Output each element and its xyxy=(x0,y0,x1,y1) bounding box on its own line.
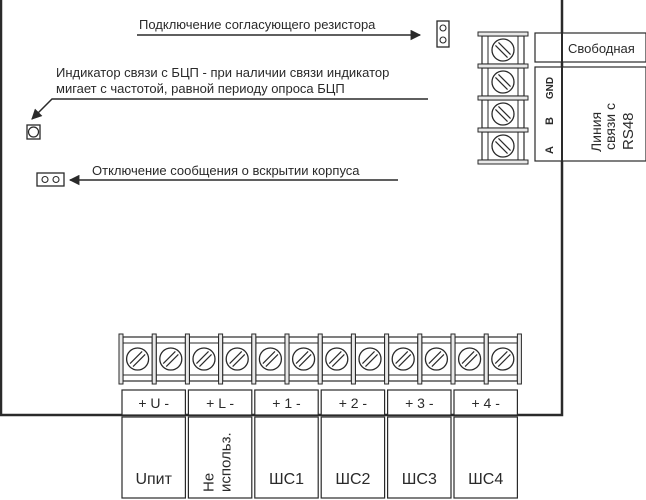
terminal-separator xyxy=(417,333,423,385)
resistor-annotation: Подключение согласующего резистора xyxy=(139,17,376,32)
bottom-terminal xyxy=(454,336,485,382)
rs485-pin-label: GND xyxy=(545,77,556,99)
tamper-jumper[interactable] xyxy=(36,172,65,187)
terminal-separator xyxy=(477,31,529,37)
channel-name: использ. xyxy=(217,432,234,492)
terminal-separator xyxy=(384,333,390,385)
channel-name: ШС4 xyxy=(468,471,503,488)
terminal-separator xyxy=(218,333,224,385)
channel-name: Uпит xyxy=(135,471,172,488)
bottom-terminal xyxy=(288,336,319,382)
rs485-pin-labels: GND B A xyxy=(544,77,556,154)
terminal-pair-label: + 3 - ШС3 xyxy=(387,389,452,499)
indicator-annotation-line1: Индикатор связи с БЦП - при наличии связ… xyxy=(56,65,389,80)
terminal-separator xyxy=(477,127,529,133)
indicator-annotation-line2: мигает с частотой, равной периоду опроса… xyxy=(56,81,345,96)
terminal-separator xyxy=(151,333,157,385)
free-terminal-label-box xyxy=(534,32,646,63)
screw-icon[interactable] xyxy=(424,347,449,371)
bottom-terminal xyxy=(421,336,452,382)
resistor-jumper[interactable] xyxy=(436,20,450,48)
channel-name: ШС2 xyxy=(335,471,370,488)
free-terminal-label: Свободная xyxy=(568,41,635,56)
screw-icon[interactable] xyxy=(491,347,515,371)
bottom-terminal xyxy=(188,336,220,382)
rs485-pin-label: A xyxy=(544,146,556,154)
polarity-label: + 1 - xyxy=(272,395,301,411)
terminal-pair-label: + 1 - ШС1 xyxy=(254,389,319,499)
bottom-terminal xyxy=(388,336,419,382)
terminal-pair-label: + 4 - ШС4 xyxy=(453,389,519,499)
terminal-separator xyxy=(516,333,522,385)
terminal-separator xyxy=(477,95,529,101)
rs485-terminal-block xyxy=(477,31,529,165)
bottom-terminal xyxy=(122,336,153,382)
terminal-separator xyxy=(284,333,290,385)
channel-name: ШС1 xyxy=(269,471,304,488)
bottom-terminal xyxy=(155,336,186,382)
screw-icon[interactable] xyxy=(291,347,316,371)
svg-text:Линия: Линия xyxy=(588,112,604,152)
terminal-separator xyxy=(450,333,456,385)
terminal-separator xyxy=(184,333,190,385)
rs485-line-label: Линия связи с RS48 xyxy=(588,103,637,152)
tamper-annotation: Отключение сообщения о вскрытии корпуса xyxy=(92,163,360,178)
polarity-label: + L - xyxy=(206,395,234,411)
screw-icon[interactable] xyxy=(258,347,283,371)
screw-icon[interactable] xyxy=(491,134,515,158)
bottom-terminal xyxy=(354,336,386,382)
rs485-terminal xyxy=(481,67,525,97)
channel-name: ШС3 xyxy=(402,471,437,488)
screw-icon[interactable] xyxy=(192,347,216,371)
terminal-separator xyxy=(483,333,489,385)
polarity-label: + 4 - xyxy=(471,395,500,411)
polarity-label: + 3 - xyxy=(405,395,434,411)
terminal-separator xyxy=(477,159,529,165)
indicator-led xyxy=(26,124,41,140)
screw-icon[interactable] xyxy=(358,347,382,371)
screw-icon[interactable] xyxy=(457,347,482,371)
screw-icon[interactable] xyxy=(491,70,515,94)
polarity-label: + U - xyxy=(138,395,169,411)
indicator-arrow xyxy=(31,98,428,120)
bottom-terminal xyxy=(222,336,253,382)
screw-icon[interactable] xyxy=(491,38,515,62)
rs485-terminal xyxy=(481,99,525,129)
screw-icon[interactable] xyxy=(391,347,415,371)
screw-icon[interactable] xyxy=(159,347,183,371)
svg-text:RS48: RS48 xyxy=(620,112,637,150)
rs485-label-box xyxy=(534,66,646,162)
screw-icon[interactable] xyxy=(125,347,150,371)
terminal-separator xyxy=(477,63,529,69)
bottom-terminal xyxy=(255,336,286,382)
screw-icon[interactable] xyxy=(225,347,249,371)
bottom-terminal xyxy=(487,336,519,382)
bottom-terminal xyxy=(321,336,353,382)
screw-icon[interactable] xyxy=(491,102,515,126)
rs485-terminal xyxy=(481,35,525,65)
terminal-pair-label: + U - Uпит xyxy=(121,389,187,499)
terminal-separator xyxy=(251,333,257,385)
svg-text:связи с: связи с xyxy=(602,103,618,150)
polarity-label: + 2 - xyxy=(339,395,368,411)
channel-name: Не xyxy=(200,473,217,492)
terminal-separator xyxy=(118,333,124,385)
terminal-pair-label: + 2 - ШС2 xyxy=(320,389,386,499)
terminal-separator xyxy=(317,333,323,385)
rs485-pin-label: B xyxy=(544,117,556,125)
rs485-terminal xyxy=(481,131,525,161)
bottom-terminal-block xyxy=(118,333,522,385)
terminal-separator xyxy=(350,333,356,385)
screw-icon[interactable] xyxy=(325,347,349,371)
